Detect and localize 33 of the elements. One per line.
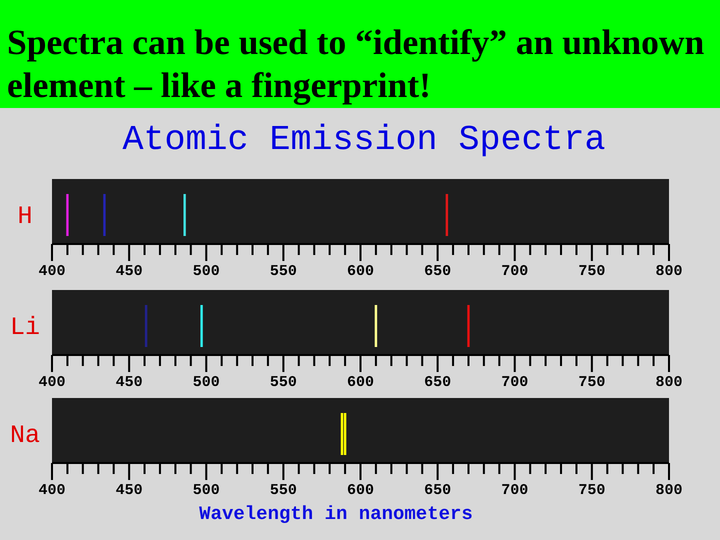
tick-label: 500 — [192, 263, 220, 280]
tick-label: 400 — [38, 374, 66, 391]
tick-label: 650 — [424, 263, 452, 280]
element-label: Li — [10, 313, 40, 342]
element-label: H — [18, 202, 32, 231]
tick-label: 500 — [192, 482, 220, 499]
tick-label: 800 — [656, 263, 682, 280]
tick-label: 600 — [347, 263, 374, 280]
chart-title: Atomic Emission Spectra — [121, 120, 607, 160]
tick-label: 700 — [501, 263, 528, 280]
tick-label: 500 — [192, 374, 220, 391]
tick-label: 800 — [656, 374, 682, 391]
tick-label: 650 — [424, 374, 452, 391]
tick-label: 400 — [38, 263, 66, 280]
element-label: Na — [10, 421, 40, 450]
tick-label: 450 — [116, 482, 143, 499]
tick-label: 450 — [116, 263, 143, 280]
tick-label: 750 — [578, 374, 606, 391]
tick-label: 700 — [501, 374, 528, 391]
tick-label: 550 — [270, 374, 297, 391]
tick-label: 550 — [270, 482, 297, 499]
tick-label: 600 — [347, 374, 374, 391]
tick-label: 750 — [578, 263, 606, 280]
axis-label: Wavelength in nanometers — [199, 503, 473, 525]
tick-label: 800 — [656, 482, 682, 499]
tick-label: 600 — [347, 482, 374, 499]
tick-label: 750 — [578, 482, 606, 499]
tick-label: 550 — [270, 263, 297, 280]
tick-label: 400 — [38, 482, 66, 499]
tick-label: 450 — [116, 374, 143, 391]
tick-label: 700 — [501, 482, 528, 499]
tick-label: 650 — [424, 482, 452, 499]
heading-text: Spectra can be used to “identify” an unknown element – like a fingerprint! — [7, 21, 706, 107]
